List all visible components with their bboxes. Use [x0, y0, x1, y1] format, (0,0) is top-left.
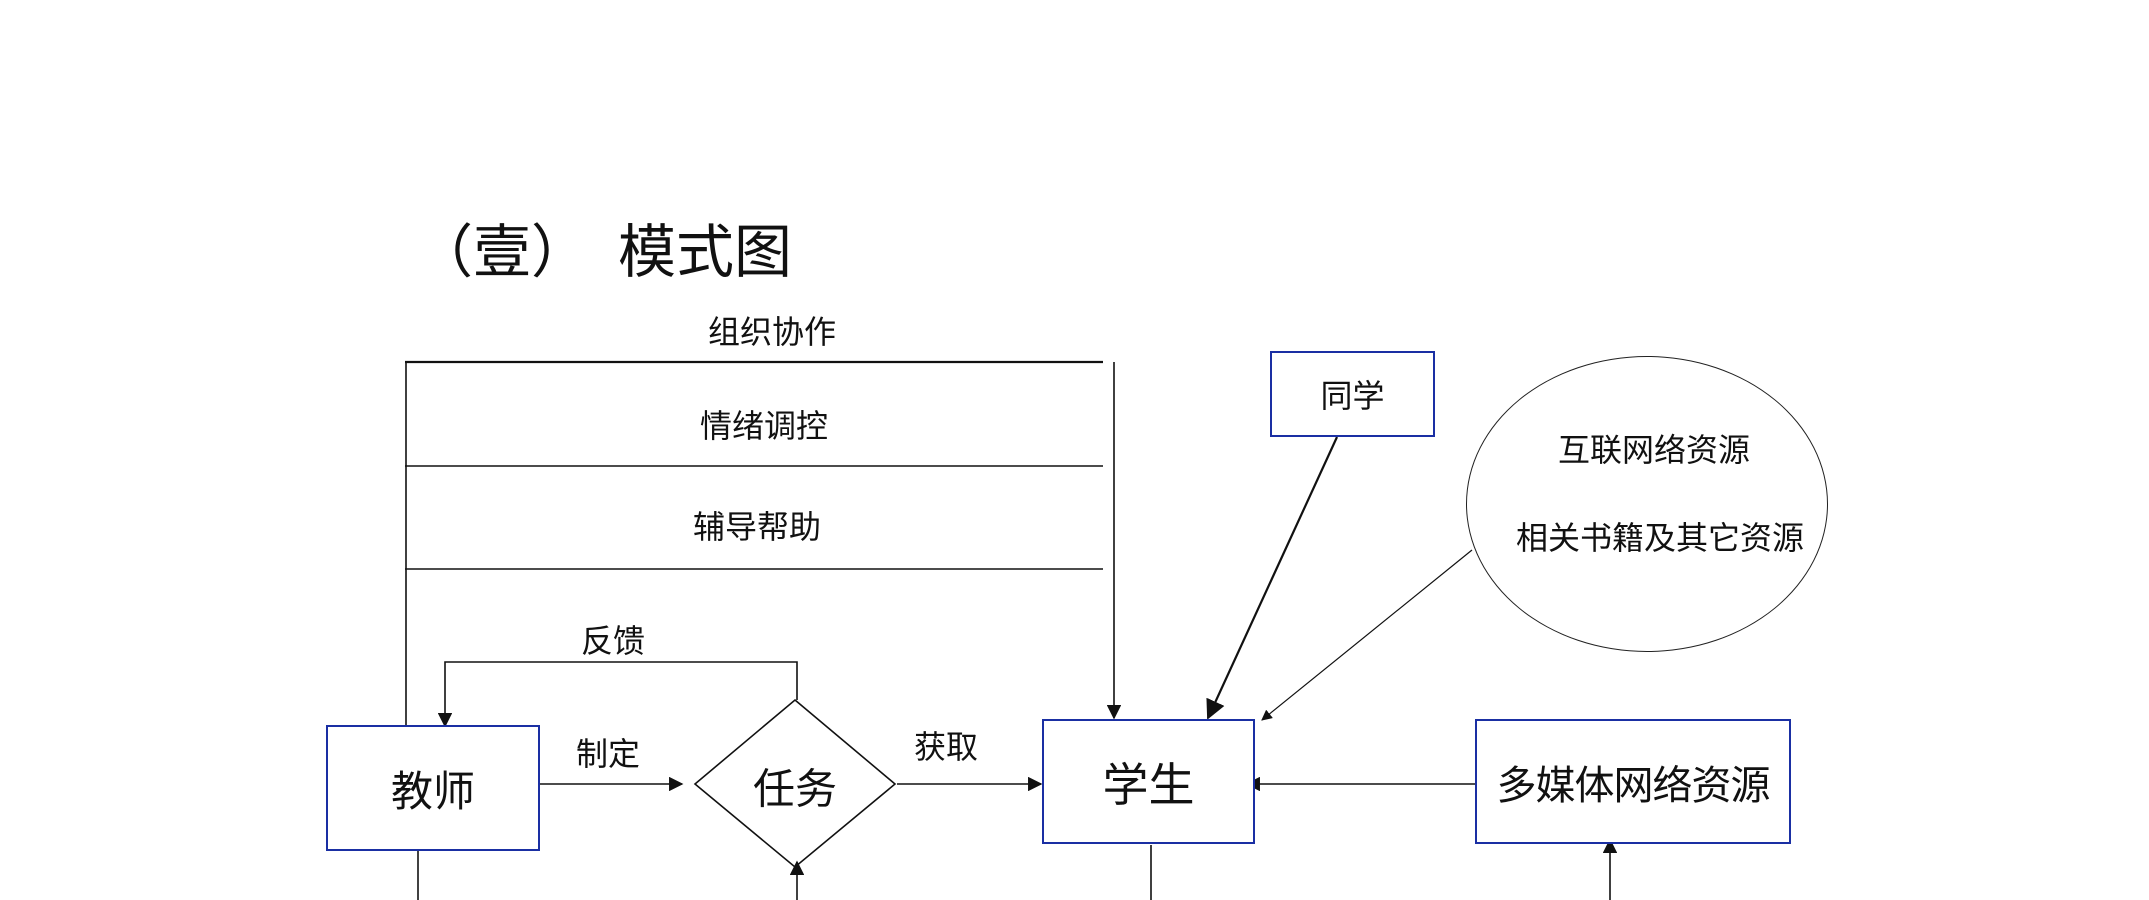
classmate-node: 同学	[1270, 351, 1435, 437]
organize-label: 组织协作	[707, 313, 837, 351]
resources-arrow	[1261, 549, 1473, 721]
acquire-label: 获取	[913, 728, 979, 766]
feedback-label: 反馈	[580, 622, 646, 660]
feedback-arrow	[437, 661, 798, 728]
multimedia-node: 多媒体网络资源	[1475, 719, 1791, 844]
classmate-label: 同学	[1320, 377, 1385, 415]
internet-label: 互联网络资源	[1557, 431, 1751, 469]
multimedia-label: 多媒体网络资源	[1496, 762, 1771, 809]
guidance-label: 辅导帮助	[692, 508, 822, 546]
page-title: （壹） 模式图	[415, 218, 793, 286]
student-node: 学生	[1042, 719, 1255, 844]
teacher-label: 教师	[390, 766, 475, 816]
teacher-node: 教师	[326, 725, 540, 851]
resources-ellipse	[1466, 356, 1828, 652]
make-label: 制定	[575, 735, 641, 773]
books-label: 相关书籍及其它资源	[1515, 519, 1805, 557]
task-label: 任务	[752, 764, 838, 814]
student-label: 学生	[1102, 757, 1195, 812]
emotion-label: 情绪调控	[699, 407, 829, 445]
classmate-arrow	[1206, 436, 1338, 720]
